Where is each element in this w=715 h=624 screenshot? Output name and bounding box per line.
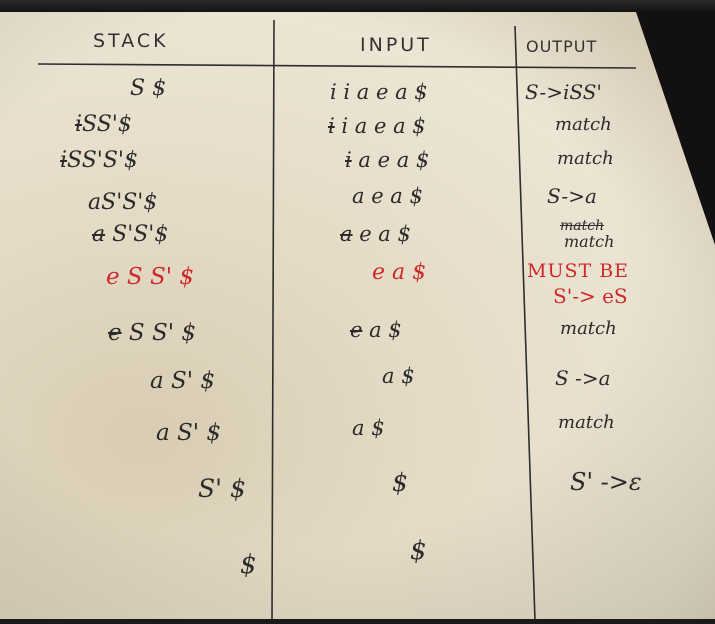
row-7-stack-rest: S S' $	[121, 320, 197, 346]
row-2-stack-rest: SS'$	[82, 112, 132, 137]
row-3-input-rest: a e a $	[351, 148, 430, 172]
row-3-stack-rest: SS'S'$	[67, 148, 138, 173]
row-2-input: i i a e a $	[328, 114, 426, 138]
row-9-input: a $	[352, 416, 385, 440]
row-10-output: S' ->ε	[570, 468, 642, 496]
row-6-stack: e S S' $	[106, 264, 195, 290]
row-5-output-crossed: match	[560, 218, 605, 234]
row-3-output: match	[557, 148, 614, 169]
row-6-output-line2: S'-> eS	[553, 284, 628, 308]
row-4-stack: aS'S'$	[88, 190, 158, 215]
struck-symbol: i	[328, 114, 335, 138]
row-2-stack: iSS'$	[75, 112, 132, 137]
row-5-input: a e a $	[340, 222, 411, 246]
bottom-edge	[0, 619, 715, 624]
header-stack: STACK	[93, 30, 169, 52]
row-3-stack: iSS'S'$	[60, 148, 138, 173]
struck-symbol: a	[340, 222, 353, 246]
row-9-output: match	[558, 412, 615, 433]
row-10-input: $	[392, 468, 408, 497]
row-7-input-rest: a $	[362, 318, 402, 342]
row-5-stack-rest: S'S'$	[105, 222, 169, 247]
struck-symbol: i	[75, 112, 83, 137]
row-2-output: match	[555, 114, 612, 135]
header-rule	[37, 63, 637, 69]
column-divider-2	[514, 25, 536, 621]
row-11-stack: $	[240, 550, 257, 580]
header-input: INPUT	[360, 34, 432, 56]
row-1-input: i i a e a $	[330, 80, 428, 104]
row-6-output-line1: MUST BE	[527, 260, 630, 282]
row-5-stack: a S'S'$	[92, 222, 168, 247]
struck-symbol: a	[92, 222, 106, 247]
row-7-stack: e S S' $	[108, 320, 196, 346]
row-10-stack: S' $	[198, 474, 246, 503]
row-8-input: a $	[382, 364, 415, 388]
struck-symbol: e	[350, 318, 363, 342]
row-4-output: S->a	[547, 184, 597, 208]
row-7-input: e a $	[350, 318, 402, 342]
row-3-input: i a e a $	[345, 148, 429, 172]
background-strip	[0, 0, 715, 12]
row-8-stack: a S' $	[150, 368, 216, 394]
row-5-input-rest: e a $	[352, 222, 411, 246]
row-1-stack: S $	[130, 76, 167, 101]
row-11-input: $	[410, 536, 427, 566]
row-1-output: S->iSS'	[525, 80, 602, 104]
struck-symbol: i	[60, 148, 68, 173]
row-4-input: a e a $	[352, 184, 423, 208]
row-5-output: match	[564, 232, 615, 251]
row-9-stack: a S' $	[156, 420, 222, 446]
struck-symbol: i	[345, 148, 352, 172]
row-6-input: e a $	[372, 260, 427, 285]
struck-symbol: e	[108, 320, 122, 346]
row-8-output: S ->a	[555, 366, 611, 390]
column-divider-1	[271, 19, 275, 621]
row-2-input-rest: i a e a $	[334, 114, 426, 138]
header-output: OUTPUT	[526, 37, 598, 56]
row-7-output: match	[560, 318, 617, 339]
